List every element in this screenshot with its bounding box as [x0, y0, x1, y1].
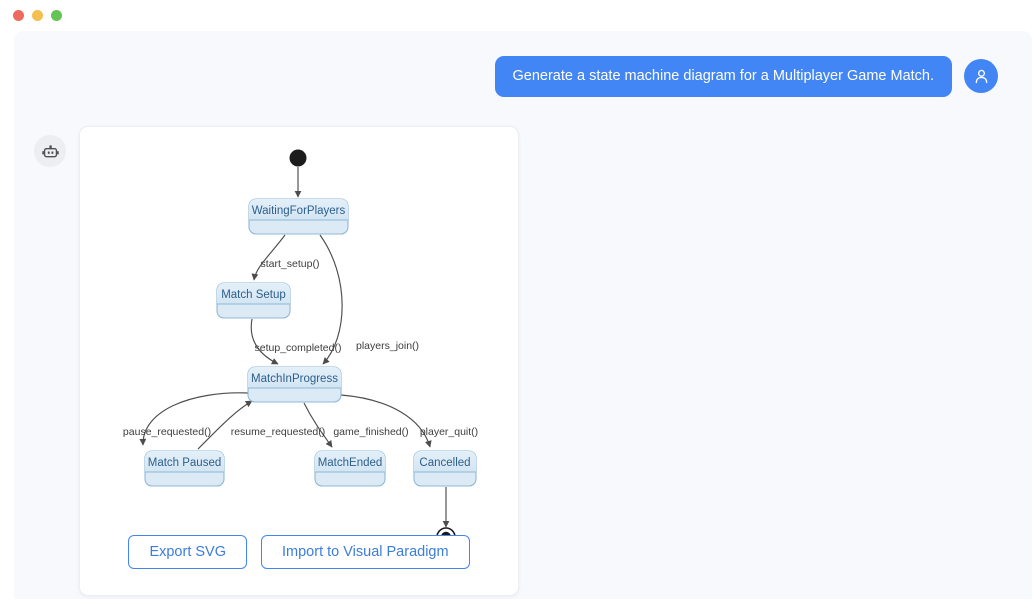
state-label: Match Paused: [148, 457, 222, 469]
edge-inprogress-to-ended: [303, 402, 333, 448]
diagram-edges: [139, 167, 450, 528]
state-label: Cancelled: [419, 457, 470, 469]
state-node-matchinprogress[interactable]: MatchInProgress: [247, 366, 342, 403]
edge-setup-to-inprogress: [250, 318, 279, 365]
edge-waiting-to-setup: [251, 234, 286, 281]
avatar: [964, 59, 998, 94]
edge-waiting-to-inprogress: [319, 234, 343, 365]
import-visual-paradigm-button[interactable]: Import to Visual Paradigm: [261, 535, 470, 569]
edge-label-players-join: players_join(): [356, 340, 419, 352]
state-machine-diagram: WaitingForPlayers Match Setup: [123, 149, 478, 547]
state-label: MatchEnded: [318, 457, 383, 469]
user-icon: [975, 69, 987, 84]
close-button[interactable]: [13, 9, 24, 21]
diagram-edge-labels: start_setup() players_join() setup_compl…: [123, 258, 478, 438]
bot-message-row: WaitingForPlayers Match Setup: [34, 126, 519, 596]
edge-label-setup-completed: setup_completed(): [255, 342, 342, 354]
edge-paused-to-inprogress: [197, 400, 253, 450]
state-node-matchsetup[interactable]: Match Setup: [216, 282, 291, 319]
maximize-button[interactable]: [51, 9, 62, 21]
state-label: Match Setup: [221, 289, 286, 301]
state-node-cancelled[interactable]: Cancelled: [413, 450, 477, 487]
state-node-matchended[interactable]: MatchEnded: [314, 450, 386, 487]
minimize-button[interactable]: [32, 9, 43, 21]
diagram-actions: Export SVG Import to Visual Paradigm: [80, 535, 518, 569]
chat-panel: Generate a state machine diagram for a M…: [14, 31, 1032, 599]
state-node-waitingforplayers[interactable]: WaitingForPlayers: [248, 198, 349, 235]
robot-icon: [41, 144, 59, 157]
diagram-card: WaitingForPlayers Match Setup: [79, 126, 519, 596]
edge-inprogress-to-cancelled: [340, 394, 432, 448]
state-label: WaitingForPlayers: [252, 205, 346, 217]
edge-label-game-finished: game_finished(): [333, 426, 408, 438]
state-node-matchpaused[interactable]: Match Paused: [144, 450, 225, 487]
window-titlebar: [0, 0, 1034, 30]
edge-label-player-quit: player_quit(): [420, 426, 478, 438]
edge-label-start-setup: start_setup(): [261, 258, 320, 270]
state-label: MatchInProgress: [251, 373, 338, 385]
avatar: [34, 135, 66, 167]
export-svg-button[interactable]: Export SVG: [128, 535, 247, 569]
initial-state-node: [289, 149, 307, 167]
edge-label-pause-requested: pause_requested(): [123, 426, 211, 438]
user-message-bubble: Generate a state machine diagram for a M…: [494, 56, 952, 97]
edge-label-resume-requested: resume_requested(): [231, 426, 326, 438]
edge-inprogress-to-paused: [139, 392, 249, 446]
user-message-row: Generate a state machine diagram for a M…: [494, 56, 998, 97]
